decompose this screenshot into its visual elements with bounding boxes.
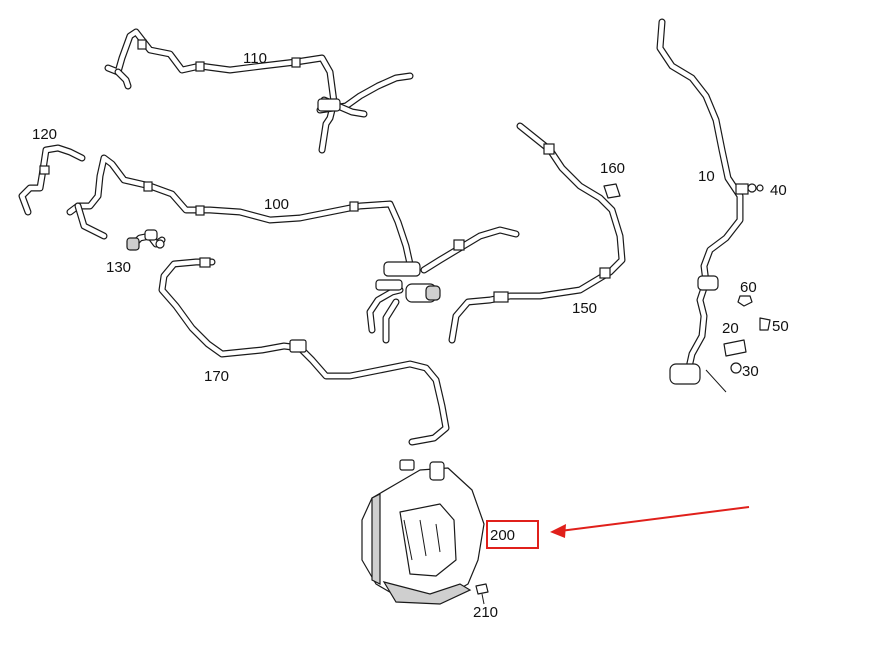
label-120: 120 [32,126,57,143]
label-170: 170 [204,368,229,385]
label-100: 100 [264,196,289,213]
label-210: 210 [473,604,498,621]
highlight-arrow-line [559,506,750,532]
line-120 [18,144,86,216]
highlight-arrow-head [550,524,566,538]
line-170 [158,257,450,446]
label-110: 110 [243,50,267,67]
line-100 [66,154,414,268]
part-210-bolt [475,583,489,605]
line-110 [104,28,414,154]
label-10: 10 [698,168,715,185]
label-50: 50 [772,318,789,335]
label-160: 160 [600,160,625,177]
label-60: 60 [740,279,757,296]
part-160 [603,183,621,199]
highlight-box [486,520,539,549]
label-40: 40 [770,182,787,199]
label-130: 130 [106,259,131,276]
valve-cluster [366,226,520,344]
label-20: 20 [722,320,739,337]
label-30: 30 [742,363,759,380]
line-10 [656,18,749,385]
line-150 [448,122,626,344]
label-150: 150 [572,300,597,317]
highlight-200: 200 [486,506,750,549]
part-130 [126,229,166,251]
part-200-unit [361,459,485,605]
fasteners-right [705,183,771,393]
label-200: 200 [490,527,515,544]
